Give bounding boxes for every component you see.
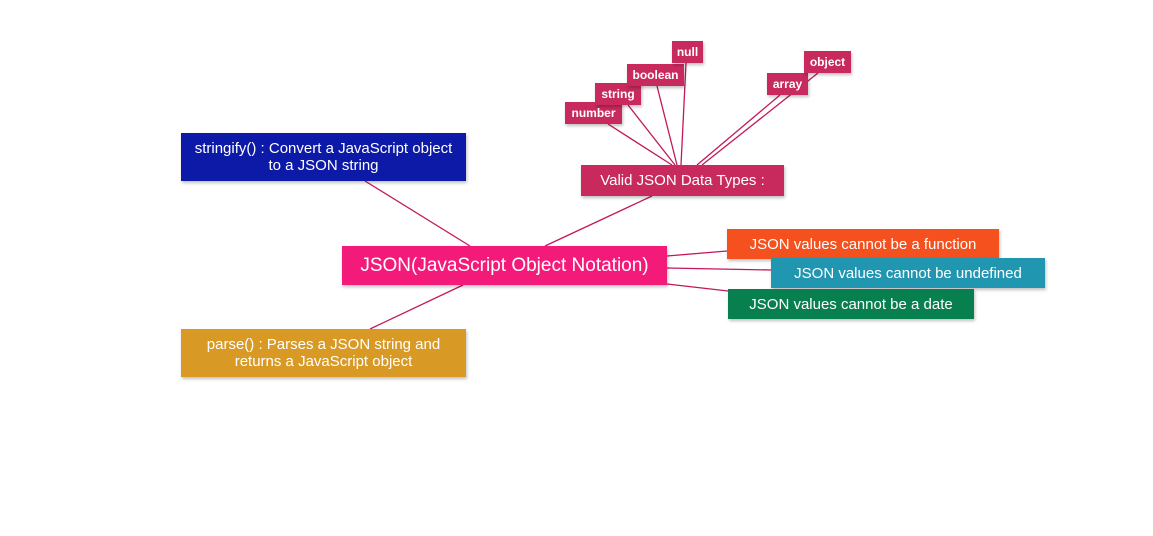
type-object-node[interactable]: object bbox=[804, 51, 851, 73]
link-types-null bbox=[680, 62, 687, 166]
parse-node[interactable]: parse() : Parses a JSON string and retur… bbox=[181, 329, 466, 377]
type-null-node[interactable]: null bbox=[672, 41, 703, 63]
central-topic[interactable]: JSON(JavaScript Object Notation) bbox=[342, 246, 667, 285]
link-center-function bbox=[666, 250, 728, 257]
rule-undefined-node[interactable]: JSON values cannot be undefined bbox=[771, 258, 1045, 288]
link-center-parse bbox=[369, 284, 464, 330]
link-types-string bbox=[627, 104, 676, 166]
type-number-node[interactable]: number bbox=[565, 102, 622, 124]
rule-function-node[interactable]: JSON values cannot be a function bbox=[727, 229, 999, 259]
link-center-types bbox=[544, 195, 653, 247]
type-array-node[interactable]: array bbox=[767, 73, 808, 95]
link-types-array bbox=[696, 94, 781, 166]
link-types-number bbox=[607, 123, 673, 166]
link-center-undefined bbox=[666, 267, 772, 271]
link-types-boolean bbox=[656, 85, 678, 166]
link-center-stringify bbox=[364, 180, 471, 247]
type-string-node[interactable]: string bbox=[595, 83, 641, 105]
stringify-node[interactable]: stringify() : Convert a JavaScript objec… bbox=[181, 133, 466, 181]
link-center-date bbox=[666, 283, 729, 292]
rule-date-node[interactable]: JSON values cannot be a date bbox=[728, 289, 974, 319]
data-types-node[interactable]: Valid JSON Data Types : bbox=[581, 165, 784, 196]
type-boolean-node[interactable]: boolean bbox=[627, 64, 684, 86]
